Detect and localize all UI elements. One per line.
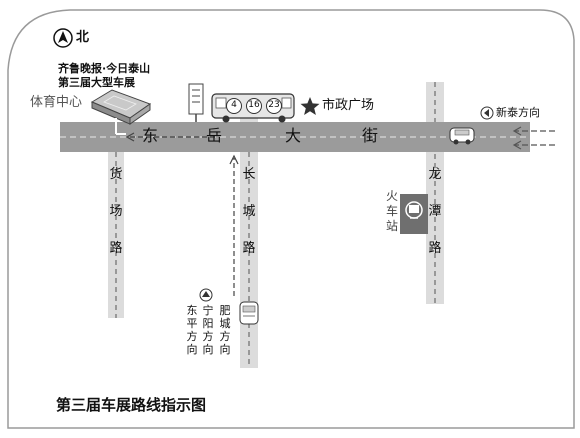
vertical-char: 宁 [202,304,214,317]
vertical-char: 龙 [428,167,442,182]
dir-ningyang-label: 宁阳方向 [201,305,215,357]
xintai-arrows [512,126,555,150]
vertical-char: 方 [202,330,214,343]
star-icon [300,97,320,115]
event-line-2: 第三届大型车展 [58,76,135,89]
bus-route-4: 4 [231,100,237,110]
train-station-icon [405,201,423,219]
vertical-char: 潭 [428,204,442,219]
route-arrow-main [125,132,215,142]
venue-label: 体育中心 [30,95,83,110]
bus-icon [211,93,295,123]
main-street-char-4: 街 [362,126,379,145]
station-label: 火车站 [385,190,399,235]
venue-building [90,89,152,135]
vertical-char: 场 [109,204,123,219]
vertical-char: 城 [219,317,231,330]
vertical-char: 站 [385,219,398,233]
vertical-char: 肥 [219,304,231,317]
vertical-char: 长 [242,167,256,182]
vertical-char: 东 [186,304,198,317]
road-huochang-label: 货场路 [109,168,123,279]
map-title: 第三届车展路线指示图 [56,396,207,414]
south-direction-icon [199,288,213,302]
car-icon-changcheng [239,301,259,325]
bus-route-23: 23 [268,100,280,110]
vertical-char: 向 [202,343,214,356]
dir-feicheng-label: 肥城方向 [218,305,232,357]
vertical-char: 向 [186,343,198,356]
vertical-char: 路 [109,241,123,256]
vertical-char: 城 [242,204,256,219]
vertical-char: 阳 [202,317,214,330]
map-frame [7,9,575,429]
main-street-char-1: 东 [142,126,159,145]
vertical-char: 路 [242,241,256,256]
car-icon-main [449,127,475,145]
landmark-label: 市政广场 [322,98,375,113]
vertical-char: 车 [385,204,398,218]
vertical-char: 货 [109,167,123,182]
event-line-1: 齐鲁晚报·今日泰山 [58,62,151,75]
xintai-direction-icon [480,106,494,120]
vertical-char: 路 [428,241,442,256]
main-street-char-3: 大 [285,126,302,145]
vertical-char: 火 [385,189,398,203]
road-changcheng-label: 长城路 [242,168,256,279]
xintai-direction-label: 新泰方向 [496,106,540,119]
vertical-char: 平 [186,317,198,330]
bus-route-16: 16 [248,100,260,110]
bus-stop-sign [188,83,204,122]
vertical-char: 向 [219,343,231,356]
main-street-char-2: 岳 [206,126,223,145]
north-arrow-icon [53,28,73,48]
station-block [400,194,428,234]
road-longtan-label: 龙潭路 [428,168,442,279]
route-arrow-changcheng [229,154,239,296]
dir-dongping-label: 东平方向 [185,305,199,357]
north-label: 北 [76,30,90,45]
vertical-char: 方 [219,330,231,343]
vertical-char: 方 [186,330,198,343]
